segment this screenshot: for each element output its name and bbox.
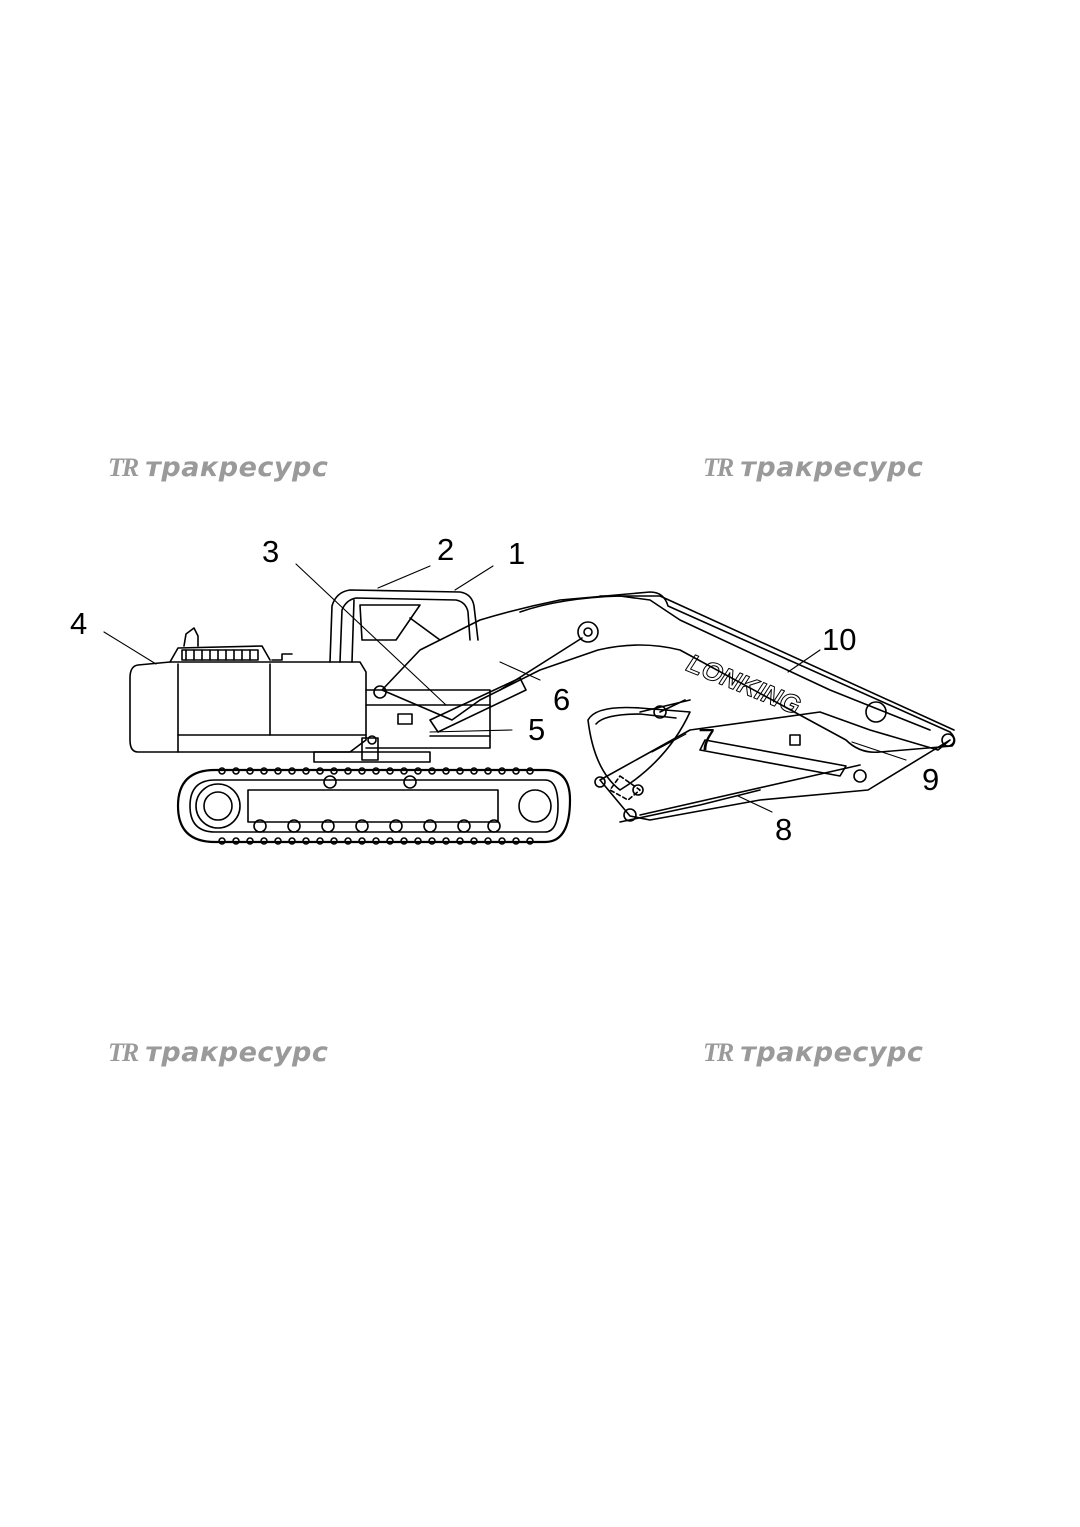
track-link [288, 767, 296, 775]
track-roller [253, 819, 267, 833]
track-link [526, 837, 534, 845]
track-link [330, 837, 338, 845]
leader-lines [103, 563, 907, 813]
callout-6: 6 [553, 682, 570, 717]
deck [365, 685, 491, 749]
track-link [330, 767, 338, 775]
swing-bearing [313, 737, 431, 763]
track-link [246, 767, 254, 775]
callout-5: 5 [528, 712, 545, 747]
track-link [442, 767, 450, 775]
track-link [400, 837, 408, 845]
track-link [260, 837, 268, 845]
watermark-text: тракресурс [145, 1037, 329, 1068]
track-link [526, 767, 534, 775]
callout-7: 7 [698, 722, 715, 757]
watermark-text: тракресурс [740, 1037, 924, 1068]
track-link [218, 837, 226, 845]
track-link [316, 837, 324, 845]
track-link [246, 837, 254, 845]
track-link [498, 767, 506, 775]
track-link [260, 767, 268, 775]
track-link [456, 837, 464, 845]
track-link [232, 837, 240, 845]
upper-structure [129, 627, 367, 753]
track-link [372, 767, 380, 775]
bucket [587, 699, 691, 801]
watermark-bottom-right: TR тракресурс [703, 1037, 923, 1068]
track-link [386, 837, 394, 845]
track-link [316, 767, 324, 775]
track-link [484, 837, 492, 845]
callout-9: 9 [922, 762, 939, 797]
track [176, 767, 572, 845]
track-link [302, 837, 310, 845]
watermark-logo: TR [703, 452, 734, 482]
callout-4: 4 [70, 606, 87, 641]
watermark-text: тракресурс [740, 452, 924, 483]
track-link [400, 767, 408, 775]
track-link [386, 767, 394, 775]
watermark-text: тракресурс [145, 452, 329, 483]
track-link [232, 767, 240, 775]
track-roller [457, 819, 471, 833]
track-link [372, 837, 380, 845]
callout-10: 10 [822, 622, 856, 657]
track-roller [389, 819, 403, 833]
track-roller [355, 819, 369, 833]
track-link [274, 837, 282, 845]
callout-2: 2 [437, 532, 454, 567]
track-link [470, 837, 478, 845]
callout-8: 8 [775, 812, 792, 847]
watermark-logo: TR [108, 1037, 139, 1067]
track-link [358, 837, 366, 845]
track-link [302, 767, 310, 775]
track-roller [423, 819, 437, 833]
track-roller [487, 819, 501, 833]
carrier-roller [323, 775, 337, 789]
arm [599, 711, 951, 823]
track-link [428, 767, 436, 775]
callout-numbers: 1 2 3 4 5 6 7 8 9 10 [70, 532, 939, 847]
carrier-roller [403, 775, 417, 789]
track-roller [287, 819, 301, 833]
track-roller [321, 819, 335, 833]
track-link [470, 767, 478, 775]
track-link [414, 767, 422, 775]
callout-1: 1 [508, 536, 525, 571]
callout-3: 3 [262, 534, 279, 569]
track-link [484, 767, 492, 775]
track-link [498, 837, 506, 845]
track-link [288, 837, 296, 845]
track-link [442, 837, 450, 845]
track-link [344, 837, 352, 845]
track-link [358, 767, 366, 775]
track-link [414, 837, 422, 845]
watermark-top-left: TR тракресурс [108, 452, 328, 483]
cab [329, 589, 479, 663]
track-link [428, 837, 436, 845]
track-link [218, 767, 226, 775]
track-link [274, 767, 282, 775]
watermark-bottom-left: TR тракресурс [108, 1037, 328, 1068]
track-link [512, 767, 520, 775]
track-link [512, 837, 520, 845]
track-link [456, 767, 464, 775]
watermark-logo: TR [703, 1037, 734, 1067]
watermark-logo: TR [108, 452, 139, 482]
watermark-top-right: TR тракресурс [703, 452, 923, 483]
track-link [344, 767, 352, 775]
